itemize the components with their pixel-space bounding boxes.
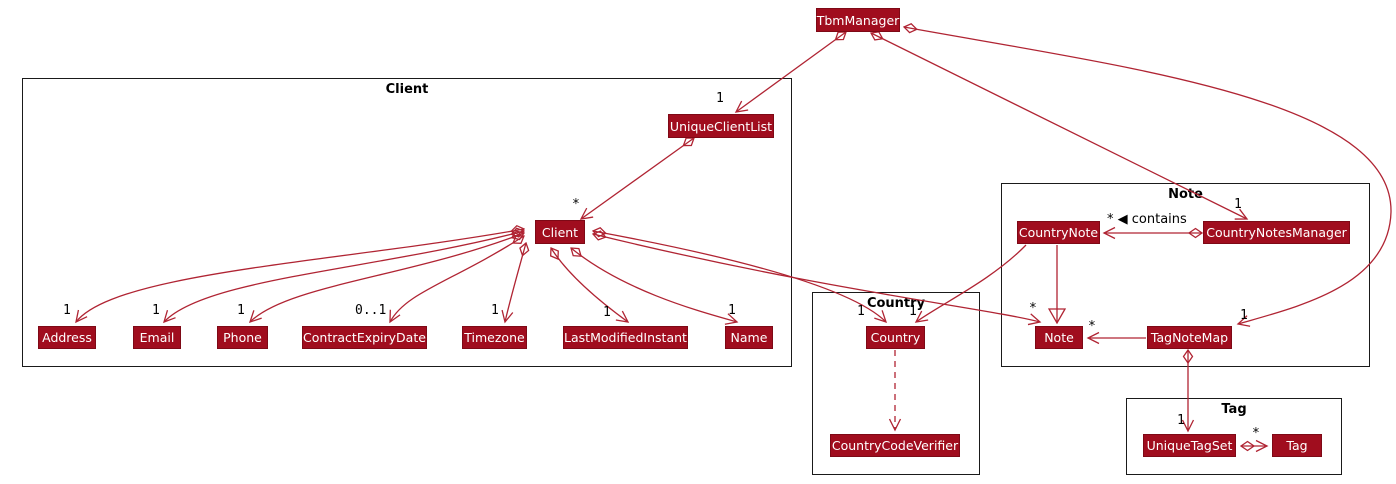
class-email: Email: [133, 326, 181, 349]
edge-client-name: [571, 248, 737, 322]
class-uniquetagset: UniqueTagSet: [1143, 434, 1236, 457]
class-countrynote: CountryNote: [1017, 221, 1100, 244]
class-name: Name: [725, 326, 773, 349]
label-client-name: 1: [728, 303, 736, 318]
label-client-email: 1: [152, 303, 160, 318]
edge-client-timezone: [505, 243, 526, 322]
edge-client-lastmodifiedinstant: [551, 248, 628, 322]
label-tbm-uniqueclientlist: 1: [716, 91, 724, 106]
class-uniqueclientlist: UniqueClientList: [668, 114, 774, 138]
class-country: Country: [866, 326, 925, 349]
label-client-phone: 1: [237, 303, 245, 318]
label-client-address: 1: [63, 303, 71, 318]
label-client-lastmodifiedinstant: 1: [603, 305, 611, 320]
class-contractexpirydate: ContractExpiryDate: [302, 326, 427, 349]
label-client-note: *: [1029, 301, 1037, 316]
label-countrynote-country: 1: [909, 304, 917, 319]
edge-tbmmanager-uniqueclientlist: [736, 32, 846, 112]
label-client-timezone: 1: [491, 303, 499, 318]
label-uniqueclientlist-client: *: [572, 197, 580, 212]
edge-countrynote-country: [914, 244, 1027, 323]
label-tbm-tagnotemap: 1: [1240, 308, 1248, 323]
package-client-title: Client: [385, 82, 429, 97]
edge-uniqueclientlist-client: [581, 138, 694, 219]
edge-client-contractexpirydate: [390, 236, 524, 322]
label-uniquetagset-tag: *: [1252, 426, 1260, 441]
class-countrycodeverifier: CountryCodeVerifier: [830, 434, 960, 457]
label-tagnotemap-uniquetagset: 1: [1177, 413, 1185, 428]
class-note: Note: [1035, 326, 1083, 349]
class-address: Address: [38, 326, 96, 349]
class-timezone: Timezone: [462, 326, 527, 349]
class-tbmmanager: TbmManager: [816, 8, 900, 32]
label-client-contractexpirydate: 0..1: [355, 303, 387, 318]
edge-client-note: [593, 234, 1040, 322]
package-tag-title: Tag: [1221, 402, 1247, 417]
edge-client-email: [164, 231, 524, 322]
edge-tbmmanager-countrynotesmanager: [871, 33, 1247, 219]
label-tagnotemap-note: *: [1088, 319, 1096, 334]
class-tagnotemap: TagNoteMap: [1147, 326, 1232, 349]
edge-tbmmanager-tagnotemap: [904, 27, 1392, 324]
class-countrynotesmanager: CountryNotesManager: [1203, 221, 1350, 244]
label-tbm-countrynotesmanager: 1: [1234, 197, 1242, 212]
label-client-country: 1: [857, 304, 865, 319]
class-phone: Phone: [217, 326, 268, 349]
class-client: Client: [535, 220, 585, 244]
label-countrynotesmanager-contains: * ◀ contains: [1107, 212, 1187, 227]
class-lastmodifiedinstant: LastModifiedInstant: [563, 326, 688, 349]
package-client: Client: [22, 78, 792, 367]
class-tag: Tag: [1272, 434, 1322, 457]
package-tag: Tag: [1126, 398, 1342, 475]
